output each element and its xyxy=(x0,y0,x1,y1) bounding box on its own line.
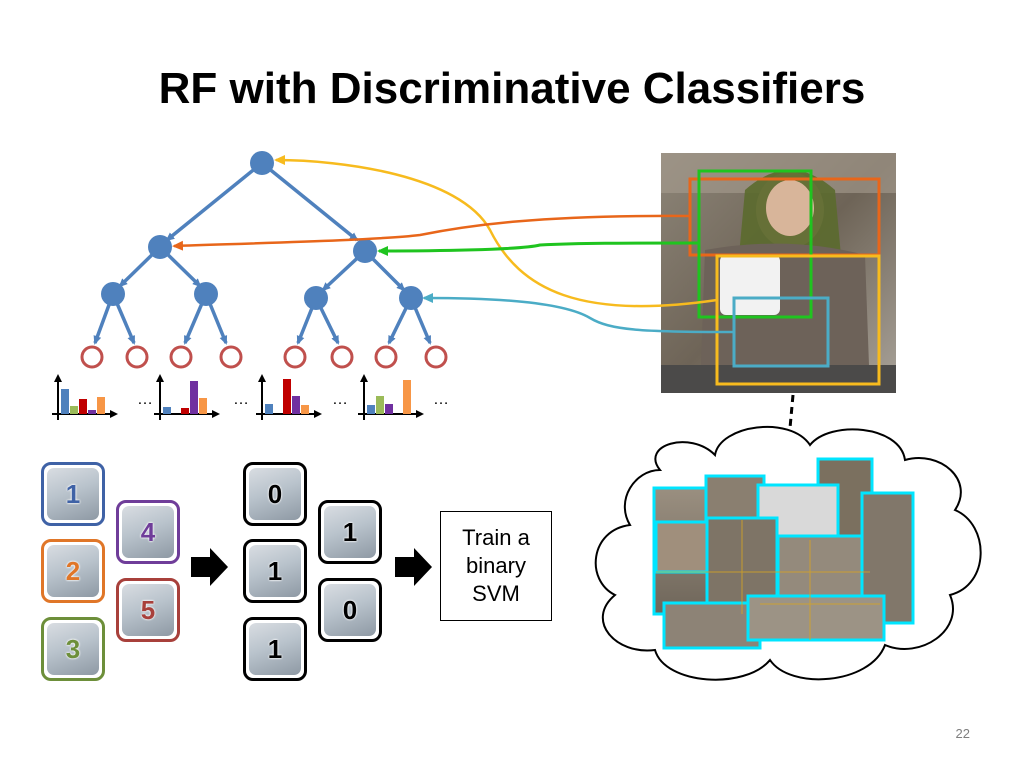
split-node xyxy=(194,282,218,306)
leaf-histogram xyxy=(154,374,220,420)
leaf-histogram xyxy=(358,374,424,420)
leaf-node xyxy=(80,345,104,369)
class-label: 1 xyxy=(65,478,81,509)
class-label: 5 xyxy=(140,594,156,625)
right-arrow-icon xyxy=(395,548,432,586)
slide-number: 22 xyxy=(955,726,970,741)
class-label: 4 xyxy=(140,516,156,547)
binary-sample-tile: 1 xyxy=(318,500,382,564)
ellipsis: … xyxy=(233,391,249,408)
leaf-node xyxy=(424,345,448,369)
binary-sample-tile: 0 xyxy=(243,462,307,526)
patch-grid-lines xyxy=(656,520,880,640)
svm-box: Train a binary SVM xyxy=(440,511,552,621)
tree-edge xyxy=(260,161,359,242)
binary-sample-tile: 1 xyxy=(243,539,307,603)
binary-label: 0 xyxy=(342,594,358,625)
leaf-node xyxy=(374,345,398,369)
training-sample-tile: 2 xyxy=(41,539,105,603)
leaf-node xyxy=(330,345,354,369)
class-label: 2 xyxy=(65,555,81,586)
person-photo xyxy=(661,153,896,393)
tree-edges xyxy=(93,161,432,345)
binary-sample-tile: 1 xyxy=(243,617,307,681)
right-arrow-icon xyxy=(191,548,228,586)
arrow-orange xyxy=(172,214,691,251)
binary-label: 1 xyxy=(267,555,283,586)
split-node xyxy=(304,286,328,310)
root-node xyxy=(250,151,274,175)
ellipsis: … xyxy=(433,391,449,408)
tree-leaves xyxy=(80,345,448,369)
ellipsis: … xyxy=(137,391,153,408)
leaf-node xyxy=(125,345,149,369)
slide-title: RF with Discriminative Classifiers xyxy=(158,64,866,113)
class-label: 3 xyxy=(65,633,81,664)
training-sample-tile: 4 xyxy=(116,500,180,564)
arrow-blue xyxy=(422,293,735,334)
patch-collage xyxy=(652,457,915,650)
leaf-histogram xyxy=(52,374,118,420)
binary-label: 1 xyxy=(267,633,283,664)
split-node xyxy=(399,286,423,310)
leaf-node xyxy=(219,345,243,369)
training-sample-tile: 5 xyxy=(116,578,180,642)
binary-label: 1 xyxy=(342,516,358,547)
ellipsis: … xyxy=(332,391,348,408)
training-sample-tile: 3 xyxy=(41,617,105,681)
arrow-green xyxy=(377,241,700,256)
tree-edge xyxy=(165,161,264,242)
tree-nodes xyxy=(101,151,423,310)
leaf-node xyxy=(169,345,193,369)
training-sample-tile: 1 xyxy=(41,462,105,526)
leaf-node xyxy=(283,345,307,369)
split-node xyxy=(101,282,125,306)
arrow-yellow xyxy=(274,155,718,308)
split-node xyxy=(148,235,172,259)
dashed-arrow xyxy=(783,394,795,455)
split-node xyxy=(353,239,377,263)
leaf-histogram xyxy=(256,374,322,420)
binary-sample-tile: 0 xyxy=(318,578,382,642)
box-yellow xyxy=(715,254,881,386)
binary-label: 0 xyxy=(267,478,283,509)
